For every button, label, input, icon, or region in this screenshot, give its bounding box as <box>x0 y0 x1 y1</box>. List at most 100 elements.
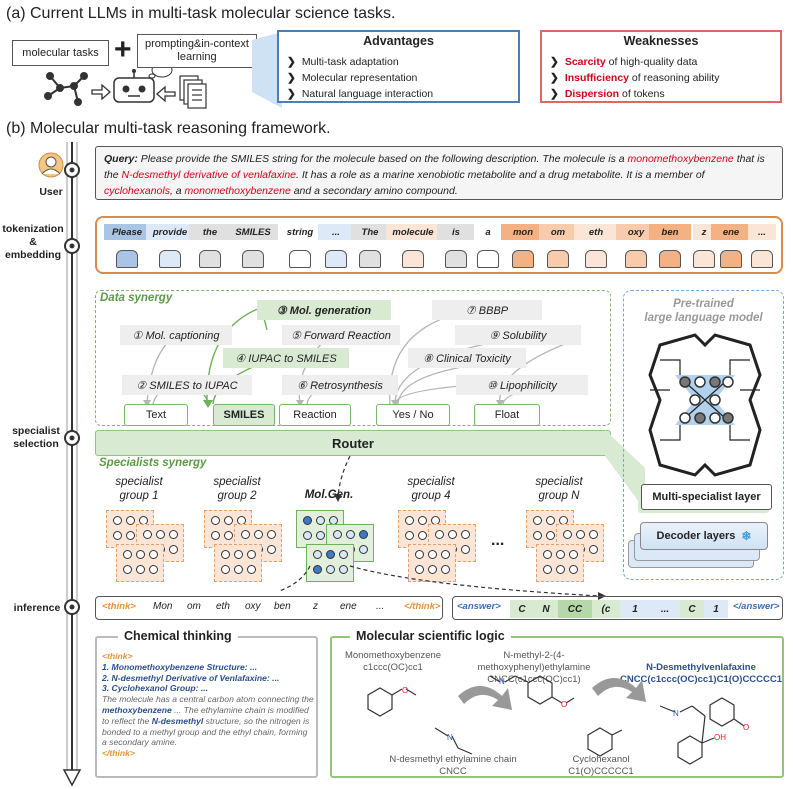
task-item[interactable]: ⑤ Forward Reaction <box>282 325 400 345</box>
advantage-item: ❯Multi-task adaptation <box>287 54 433 70</box>
task-item[interactable]: ① Mol. captioning <box>120 325 232 345</box>
neuron-node <box>316 516 325 525</box>
tokenization-box <box>95 216 783 274</box>
timeline-arrow <box>62 142 82 787</box>
token-embedding <box>242 250 264 268</box>
documents-icon <box>179 75 207 109</box>
curved-arrow-1-icon <box>458 686 512 710</box>
advantage-text: Multi-task adaptation <box>301 56 399 68</box>
weaknesses-title: Weaknesses <box>623 34 699 48</box>
ct-para-2: ... The ethylamine chain is modified to … <box>102 704 309 726</box>
llm-robot-illustration <box>44 68 248 109</box>
panel-b-title: (b) Molecular multi-task reasoning frame… <box>6 120 331 137</box>
mol2-structure <box>489 675 575 705</box>
answer-token: 1 <box>620 600 650 618</box>
token-embedding <box>359 250 381 268</box>
neuron-node <box>589 545 598 554</box>
output-type-box: Reaction <box>279 404 351 426</box>
weakness-item: ❯Insufficiency of reasoning ability <box>550 70 719 86</box>
query-label: Query: <box>104 153 138 165</box>
task-item[interactable]: ⑧ Clinical Toxicity <box>408 348 526 368</box>
think-open-tag: <think> <box>102 601 136 612</box>
neuron-node <box>267 545 276 554</box>
mol3-smiles: CNCC(c1ccc(OC)cc1)C1(O)CCCCC1 <box>619 674 783 685</box>
specialists-ellipsis: ... <box>491 532 505 549</box>
mol3-oxygen: O <box>743 723 749 732</box>
neuron-node <box>435 530 444 539</box>
task-item[interactable]: ② SMILES to IUPAC <box>122 375 252 395</box>
neuron-node <box>543 565 552 574</box>
task-item[interactable]: ⑩ Lipophilicity <box>456 375 588 395</box>
neuron-node <box>247 550 256 559</box>
router-bar[interactable]: Router <box>95 430 611 456</box>
molecular-logic-box <box>330 636 784 778</box>
think-output-box <box>95 596 443 620</box>
chemical-thinking-title: Chemical thinking <box>118 629 238 643</box>
neuron-node <box>126 516 135 525</box>
output-type-box: Text <box>124 404 188 426</box>
ct-step-1: 1. Monomethoxybenzene Structure: ... <box>102 661 258 672</box>
neuron-node <box>428 565 437 574</box>
ct-close-tag: </think> <box>102 748 135 759</box>
weakness-key: Scarcity <box>564 56 606 68</box>
query-highlight: N-desmethyl derivative of venlafaxine <box>121 169 297 181</box>
query-highlight: monomethoxybenzene <box>184 185 291 197</box>
think-token: ene <box>340 601 357 612</box>
answer-open-tag: <answer> <box>457 601 501 612</box>
mol3-nitrogen: N <box>673 709 679 718</box>
neuron-node <box>461 545 470 554</box>
task-item[interactable]: ⑥ Retrosynthesis <box>282 375 398 395</box>
token-embedding <box>512 250 534 268</box>
ct-open-tag: <think> <box>102 651 133 661</box>
token: om <box>539 224 577 240</box>
llm-box <box>623 290 784 580</box>
think-token: oxy <box>245 601 261 612</box>
advantage-item: ❯Molecular representation <box>287 70 433 86</box>
chevron-right-icon: ❯ <box>550 88 559 100</box>
think-token: ... <box>376 601 385 612</box>
answer-output-box <box>452 596 783 620</box>
decoder-layers: Decoder layers❄ <box>640 522 768 550</box>
chemical-thinking-content: <think> 1. Monomethoxybenzene Structure:… <box>102 651 314 759</box>
neuron-node <box>221 565 230 574</box>
neuron-node <box>143 530 152 539</box>
neuron-node <box>415 565 424 574</box>
answer-token: ... <box>650 600 680 618</box>
task-item[interactable]: ④ IUPAC to SMILES <box>223 348 349 368</box>
mol4-name: N-desmethyl ethylamine chain <box>389 754 517 765</box>
weaknesses-list: ❯Scarcity of high-quality data❯Insuffici… <box>550 54 719 102</box>
snowflake-icon: ❄ <box>741 529 752 543</box>
task-item[interactable]: ⑨ Solubility <box>455 325 581 345</box>
data-synergy-box <box>95 290 611 426</box>
neuron-node <box>149 550 158 559</box>
weakness-rest: of reasoning ability <box>629 72 720 84</box>
mol5-name: Cyclohexanol <box>572 754 630 765</box>
query-segment: , a <box>169 185 185 197</box>
neuron-node <box>441 550 450 559</box>
think-close-tag: </think> <box>404 601 441 612</box>
curved-arrow-2-icon <box>592 678 646 702</box>
neuron-node <box>149 565 158 574</box>
task-item[interactable]: ③ Mol. generation <box>257 300 391 320</box>
answer-close-tag: </answer> <box>733 601 780 612</box>
query-box: Query: Please provide the SMILES string … <box>95 146 783 200</box>
mol4-nitrogen: N <box>447 733 453 742</box>
ct-para-3: structure, so the nitrogen is bonded to … <box>102 715 310 748</box>
token-embedding <box>693 250 715 268</box>
neuron-node <box>234 550 243 559</box>
token: mon <box>501 224 545 240</box>
neuron-node <box>556 565 565 574</box>
neuron-node <box>428 550 437 559</box>
llm-title: Pre-trained large language model <box>644 298 763 324</box>
neuron-node <box>589 530 598 539</box>
output-type-box: SMILES <box>213 404 275 426</box>
task-item[interactable]: ⑦ BBBP <box>432 300 542 320</box>
answer-token: C <box>510 600 534 618</box>
neuron-node <box>441 565 450 574</box>
neuron-node <box>569 550 578 559</box>
neuron-node <box>156 530 165 539</box>
ct-step-3: 3. Cyclohexanol Group: ... <box>102 683 209 694</box>
token-embedding <box>547 250 569 268</box>
advantages-list: ❯Multi-task adaptation❯Molecular represe… <box>287 54 433 102</box>
